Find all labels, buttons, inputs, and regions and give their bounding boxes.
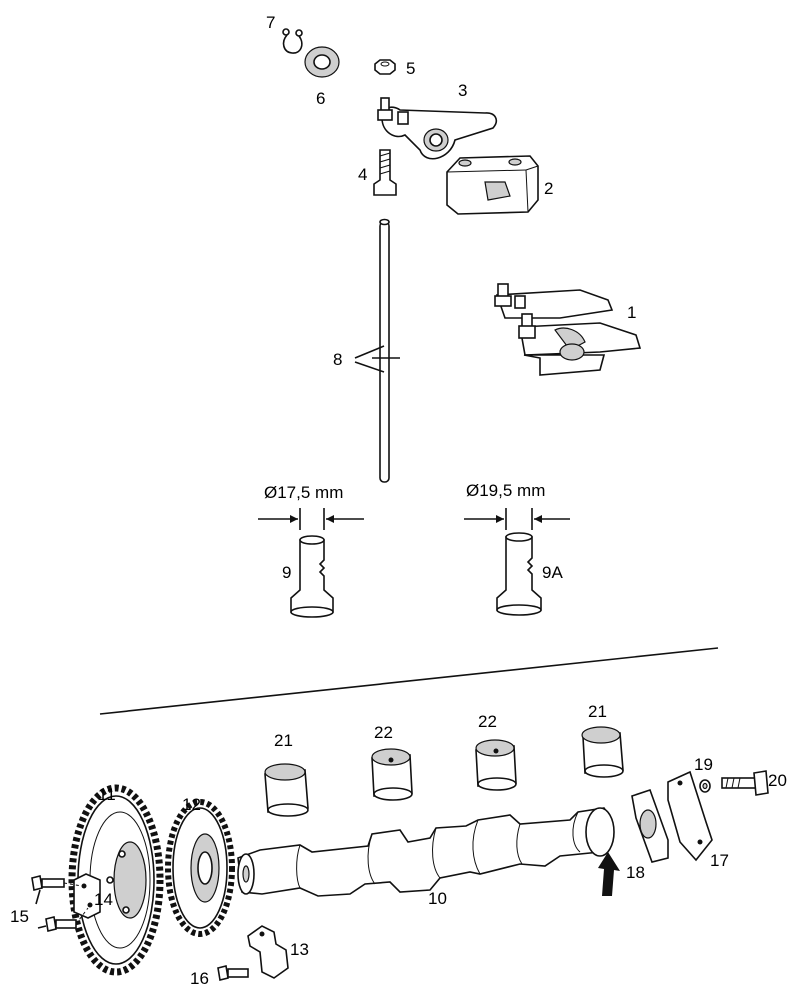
part-push-rod xyxy=(354,218,400,483)
callout-17: 17 xyxy=(710,851,729,870)
dimension-label-small-tappet: Ø17,5 mm xyxy=(264,483,343,502)
callout-10: 10 xyxy=(428,889,447,908)
callout-22-right: 22 xyxy=(478,712,497,731)
part-thrust-plate xyxy=(247,925,289,979)
part-gear-screws xyxy=(31,875,89,932)
callout-9a: 9A xyxy=(542,563,563,582)
callout-11: 11 xyxy=(98,785,116,804)
part-rocker-support xyxy=(446,155,539,215)
part-gear-small xyxy=(165,799,235,937)
callout-13: 13 xyxy=(290,940,309,959)
callout-16: 16 xyxy=(190,969,209,988)
part-rocker-assembly xyxy=(494,283,642,376)
callout-6: 6 xyxy=(316,89,325,108)
tappet-dimension-marks xyxy=(258,508,570,530)
part-small-washer xyxy=(699,779,711,793)
part-gasket xyxy=(631,788,669,863)
callout-18: 18 xyxy=(626,863,645,882)
part-rocker-arm xyxy=(377,97,497,160)
part-cover-plate xyxy=(667,770,713,862)
part-nut xyxy=(374,59,396,75)
part-bushing-21-left xyxy=(264,763,309,817)
callout-5: 5 xyxy=(406,59,415,78)
callout-12: 12 xyxy=(182,795,201,814)
callout-21-right: 21 xyxy=(588,702,607,721)
callout-3: 3 xyxy=(458,81,467,100)
part-retaining-plate xyxy=(73,873,101,919)
dimension-label-large-tappet: Ø19,5 mm xyxy=(466,481,545,500)
part-camshaft-gear-large xyxy=(68,784,164,976)
callout-7: 7 xyxy=(266,13,275,32)
part-circlip xyxy=(282,28,303,54)
callout-4: 4 xyxy=(358,165,367,184)
part-bushing-21-right xyxy=(581,726,624,778)
part-tappet-small xyxy=(290,535,334,618)
callout-15: 15 xyxy=(10,907,29,926)
callout-21-left: 21 xyxy=(274,731,293,750)
part-camshaft xyxy=(237,807,615,897)
section-divider xyxy=(99,647,719,715)
callout-2: 2 xyxy=(544,179,553,198)
part-plate-screw xyxy=(217,965,249,981)
part-adjusting-screw xyxy=(373,149,397,196)
part-tappet-large xyxy=(496,532,542,616)
callout-8: 8 xyxy=(333,350,342,369)
callout-1: 1 xyxy=(627,303,636,322)
callout-20: 20 xyxy=(768,771,787,790)
callout-22-left: 22 xyxy=(374,723,393,742)
part-bushing-22-left xyxy=(371,748,413,801)
callout-9: 9 xyxy=(282,563,291,582)
part-bolt-end xyxy=(721,770,769,796)
marker-arrow xyxy=(598,852,620,896)
callout-14: 14 xyxy=(94,890,113,909)
part-bushing-22-right xyxy=(475,739,517,791)
part-washer xyxy=(304,46,340,78)
callout-19: 19 xyxy=(694,755,713,774)
